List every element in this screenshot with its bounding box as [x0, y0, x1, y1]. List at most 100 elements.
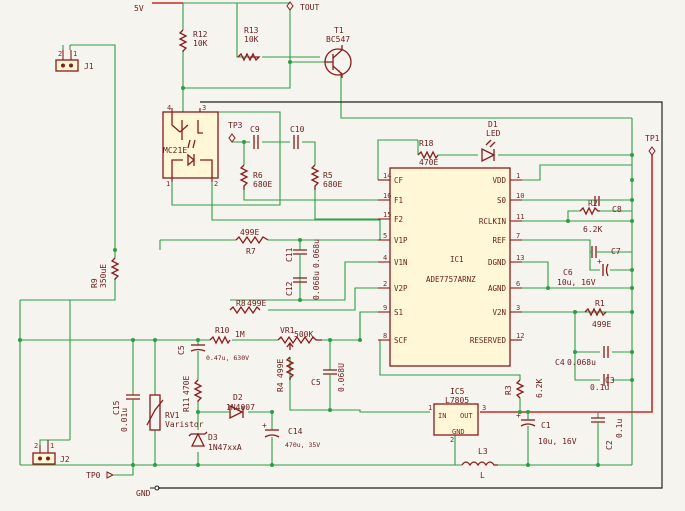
ic1-pin-number: 2	[383, 280, 387, 288]
rv1-value: Varistor	[165, 420, 204, 429]
j1-pin2: 2	[58, 50, 62, 58]
r13-ref: R13	[244, 26, 259, 35]
mc-pin3: 3	[202, 104, 206, 112]
c9-capacitor: C9	[250, 125, 260, 149]
ic1-pin-number: 13	[516, 254, 524, 262]
c3-capacitor: C3 0.1u	[590, 374, 615, 392]
ic1-pin-name: V2N	[492, 308, 506, 317]
ic5-pin1: 1	[428, 404, 432, 412]
mc-pin1: 1	[166, 180, 170, 188]
ic1-pin-name: V1N	[394, 258, 408, 267]
r8-ref: R8	[236, 299, 246, 308]
ic5-gnd: GND	[452, 428, 465, 436]
c11-capacitor: C11 0.068u	[285, 239, 321, 278]
r11-resistor: R11 470E	[182, 376, 203, 412]
ic1-part: ADE7757ARNZ	[426, 275, 476, 284]
r12-value: 10K	[193, 39, 208, 48]
c2-capacitor: C2 0.1u	[591, 417, 624, 450]
c5b-value: 0.068U	[337, 363, 346, 392]
net-labels: 5V TOUT TP1 TP3 TP0 GND	[86, 1, 660, 498]
rv1-ref: RV1	[165, 411, 180, 420]
rv1-varistor: RV1 Varistor	[146, 394, 204, 431]
l3-ref: L3	[478, 447, 488, 456]
r3-ref: R3	[504, 385, 513, 395]
r13-resistor: R13 10K	[237, 26, 261, 62]
c4-ref: C4	[555, 358, 565, 367]
r10-value: 1M	[235, 330, 245, 339]
j2-pin2: 2	[34, 442, 38, 450]
c1-value: 10u, 16V	[538, 437, 577, 446]
r1-resistor: R1 499E	[584, 299, 611, 329]
ic1-pin-name: S0	[497, 196, 507, 205]
ic1-pin-name: DGND	[488, 258, 507, 267]
r5-ref: R5	[323, 171, 333, 180]
j2-ref: J2	[60, 455, 70, 464]
r9-value: 350uE	[99, 264, 108, 288]
net-gnd-label: GND	[136, 489, 151, 498]
r5-value: 680E	[323, 180, 342, 189]
r8-value: 499E	[247, 299, 266, 308]
ic5-regulator: IN OUT GND 1 3 2 IC5 L7805	[428, 387, 486, 444]
mc-pin2: 2	[214, 180, 218, 188]
mc-ref: MC21E	[163, 146, 187, 155]
c12-capacitor: C12 0.068u	[285, 271, 321, 300]
ic1-pin-name: CF	[394, 176, 404, 185]
d2-ref: D2	[233, 393, 243, 402]
c1-ref: C1	[541, 421, 551, 430]
ic1-pin-number: 14	[383, 172, 391, 180]
c8-ref: C8	[612, 205, 622, 214]
vr1-value: 500K	[294, 330, 313, 339]
c5a-value: 0.47u, 630V	[206, 354, 249, 362]
c14-value: 470u, 35V	[285, 441, 320, 449]
c6-capacitor: + C6 10u, 16V	[557, 257, 609, 287]
ic1-pin-name: F2	[394, 215, 403, 224]
c7-ref: C7	[611, 247, 621, 256]
c2-ref: C2	[605, 440, 614, 450]
c1-plus: +	[516, 411, 521, 420]
c1-capacitor: + C1 10u, 16V	[516, 411, 577, 446]
j1-ref: J1	[84, 62, 94, 71]
t1-value: BC547	[326, 35, 350, 44]
r4-resistor: R4 499E	[276, 356, 295, 392]
ic5-value: L7805	[445, 396, 469, 405]
r4-ref: R4	[276, 382, 285, 392]
ic1-right-pins: 1VDD10S011RCLKIN7REF13DGND6AGND3V2N12RES…	[470, 172, 525, 345]
r12-resistor: R12 10K	[178, 29, 208, 52]
r11-value: 470E	[182, 376, 191, 395]
c12-ref: C12	[285, 281, 294, 296]
t1-transistor: T1 BC547	[324, 26, 352, 78]
ic1-pin-number: 8	[383, 332, 387, 340]
c5-hv-capacitor: C5 0.47u, 630V	[177, 344, 249, 362]
d1-led: D1 LED	[481, 120, 501, 163]
ic1-pin-name: SCF	[394, 336, 408, 345]
r9-resistor: R9 350uE	[90, 257, 120, 288]
c15-capacitor: C15 0.01u	[112, 394, 140, 432]
c3-value: 0.1u	[590, 383, 609, 392]
d1-value: LED	[486, 129, 501, 138]
c10-capacitor: C10	[290, 125, 305, 149]
j1-connector: 2 1 J1	[55, 50, 94, 72]
ic1-pin-number: 6	[516, 280, 520, 288]
r12-ref: R12	[193, 30, 208, 39]
r7-resistor: 499E R7	[235, 228, 269, 256]
junctions	[18, 60, 634, 467]
tout-testpoint-icon	[286, 1, 294, 11]
c8-capacitor: C8	[580, 196, 632, 214]
ic1-pin-name: RESERVED	[470, 336, 507, 345]
ic1-pin-name: RCLKIN	[479, 217, 506, 226]
r7-value: 499E	[240, 228, 259, 237]
j2-connector: 2 1 J2	[32, 440, 70, 465]
d1-ref: D1	[488, 120, 498, 129]
c6-value: 10u, 16V	[557, 278, 596, 287]
r5-resistor: R5 680E	[310, 164, 342, 190]
c12-value: 0.068u	[312, 271, 321, 300]
c6-ref: C6	[563, 268, 573, 277]
r3-value: 6.2K	[535, 379, 544, 398]
ic1-pin-number: 10	[516, 192, 524, 200]
c15-ref: C15	[112, 400, 121, 415]
d2-value: 1N4007	[226, 403, 255, 412]
r2-resistor: R2 6.2K	[579, 199, 602, 234]
c15-value: 0.01u	[120, 408, 129, 432]
